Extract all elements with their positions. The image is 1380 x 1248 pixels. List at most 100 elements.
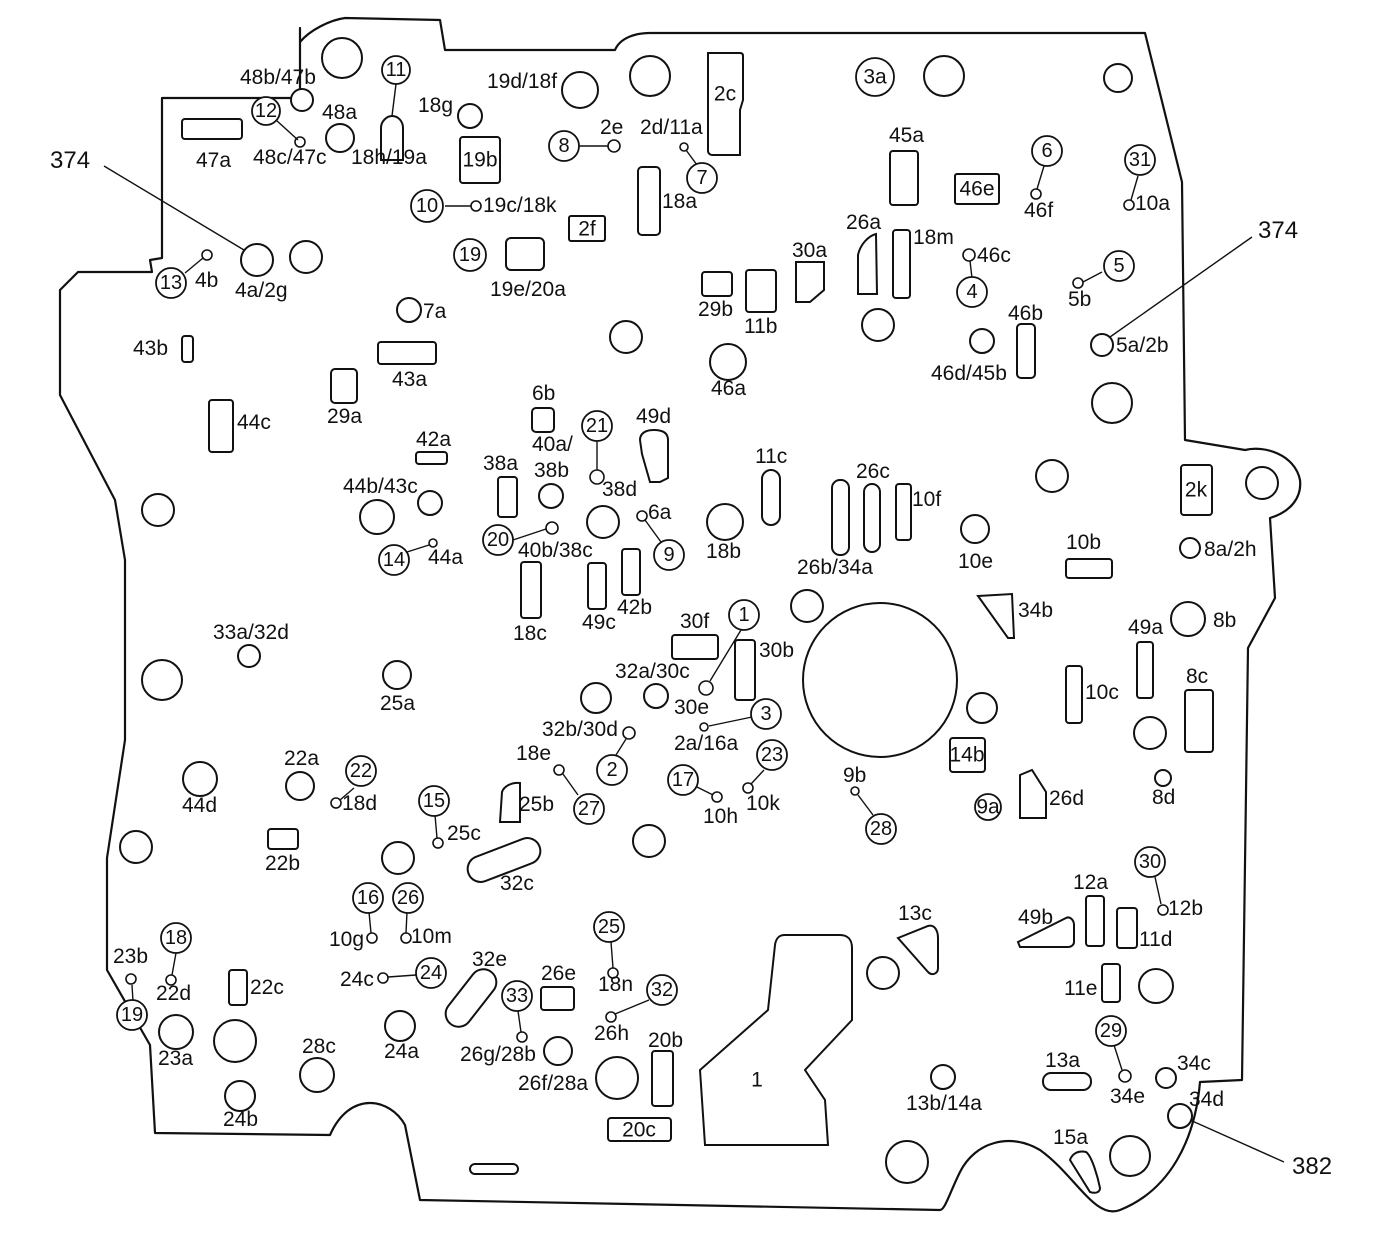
leader bbox=[512, 528, 547, 541]
callout-ring bbox=[1095, 1015, 1127, 1047]
leader bbox=[610, 941, 614, 969]
hole bbox=[866, 956, 900, 990]
callout-ring bbox=[1103, 250, 1135, 282]
port-15a bbox=[1068, 1150, 1102, 1194]
hole bbox=[1103, 63, 1133, 93]
leader-lines bbox=[103, 83, 1285, 1163]
slot bbox=[1136, 641, 1154, 699]
passage-label: 46a bbox=[711, 377, 746, 400]
hole bbox=[538, 483, 564, 509]
hole bbox=[141, 659, 183, 701]
leader bbox=[1109, 236, 1253, 338]
passage-label: 9b bbox=[843, 764, 866, 787]
passage-label: 19e/20a bbox=[490, 278, 566, 301]
holes bbox=[119, 37, 1279, 1184]
box-2f bbox=[568, 215, 606, 242]
passage-label: 8a/2h bbox=[1204, 538, 1257, 561]
outline-ring-9a bbox=[974, 793, 1002, 821]
hole bbox=[1035, 459, 1069, 493]
passage-label: 18e bbox=[516, 742, 551, 765]
leader bbox=[969, 260, 973, 279]
hole bbox=[1133, 716, 1167, 750]
point bbox=[605, 1011, 617, 1023]
passage-label: 22a bbox=[284, 747, 319, 770]
slot bbox=[587, 562, 607, 610]
hole bbox=[1167, 1103, 1193, 1129]
callout-ring bbox=[728, 599, 760, 631]
point bbox=[201, 249, 213, 261]
callout-number: 17 bbox=[672, 769, 694, 791]
box-label-19b: 19b bbox=[462, 149, 497, 172]
leader bbox=[857, 794, 874, 816]
hole bbox=[224, 1080, 256, 1112]
point bbox=[1118, 1069, 1132, 1083]
point bbox=[516, 1031, 528, 1043]
outline-label-9a: 9a bbox=[976, 796, 1000, 819]
slot bbox=[745, 269, 777, 313]
point bbox=[607, 139, 621, 153]
passage-label: 12a bbox=[1073, 871, 1108, 894]
point bbox=[470, 200, 482, 212]
passage-label: 44a bbox=[428, 546, 463, 569]
hole bbox=[396, 297, 422, 323]
leader bbox=[685, 149, 698, 166]
callout-number: 20 bbox=[487, 529, 509, 551]
passage-label: 33a/32d bbox=[213, 621, 289, 644]
callout-ring bbox=[750, 698, 782, 730]
port-26a bbox=[857, 232, 879, 295]
passage-label: 10b bbox=[1066, 531, 1101, 554]
central-bore bbox=[802, 602, 958, 758]
hole bbox=[561, 71, 599, 109]
passage-label: 43b bbox=[133, 337, 168, 360]
passage-label: 48a bbox=[322, 101, 357, 124]
passage-label: 38a bbox=[483, 452, 518, 475]
hole bbox=[632, 824, 666, 858]
callout-number: 15 bbox=[423, 790, 445, 812]
passage-label: 8d bbox=[1152, 786, 1175, 809]
hole bbox=[706, 503, 744, 541]
callout-ring bbox=[251, 96, 281, 126]
passage-label: 48c/47c bbox=[253, 146, 327, 169]
callout-number: 25 bbox=[598, 916, 620, 938]
point bbox=[711, 791, 723, 803]
callout-ring bbox=[352, 882, 384, 914]
point bbox=[698, 680, 714, 696]
reference-callout-382: 382 bbox=[1292, 1153, 1332, 1180]
leader bbox=[171, 952, 177, 976]
leader bbox=[405, 911, 408, 934]
passage-label: 10c bbox=[1085, 681, 1119, 704]
passage-label: 10a bbox=[1135, 192, 1170, 215]
point bbox=[330, 797, 342, 809]
slots bbox=[181, 118, 1214, 1175]
slot bbox=[1065, 558, 1113, 579]
passage-label: 10g bbox=[329, 928, 364, 951]
callout-ring bbox=[378, 544, 410, 576]
passage-label: 10e bbox=[958, 550, 993, 573]
hole bbox=[213, 1019, 257, 1063]
passage-label: 26e bbox=[541, 962, 576, 985]
passage-label: 42a bbox=[416, 428, 451, 451]
passage-label: 44d bbox=[182, 794, 217, 817]
leader bbox=[387, 974, 417, 978]
passage-points bbox=[125, 136, 1169, 1083]
passage-label: 32e bbox=[472, 948, 507, 971]
hole bbox=[1091, 382, 1133, 424]
passage-label: 34c bbox=[1177, 1052, 1211, 1075]
hole bbox=[580, 682, 612, 714]
point bbox=[622, 726, 636, 740]
passage-label: 19d/18f bbox=[487, 70, 557, 93]
passage-label: 49a bbox=[1128, 616, 1163, 639]
passage-label: 5a/2b bbox=[1116, 334, 1169, 357]
passage-label: 23b bbox=[113, 945, 148, 968]
callout-number: 22 bbox=[350, 760, 372, 782]
leader bbox=[1154, 876, 1162, 905]
passage-label: 40a/ bbox=[532, 433, 573, 456]
hole bbox=[643, 683, 669, 709]
slot bbox=[1184, 689, 1214, 753]
callout-number: 30 bbox=[1139, 851, 1161, 873]
hole bbox=[1090, 333, 1114, 357]
hole bbox=[1155, 1067, 1177, 1089]
slot bbox=[637, 166, 661, 236]
point bbox=[636, 510, 648, 522]
slot bbox=[863, 483, 881, 553]
